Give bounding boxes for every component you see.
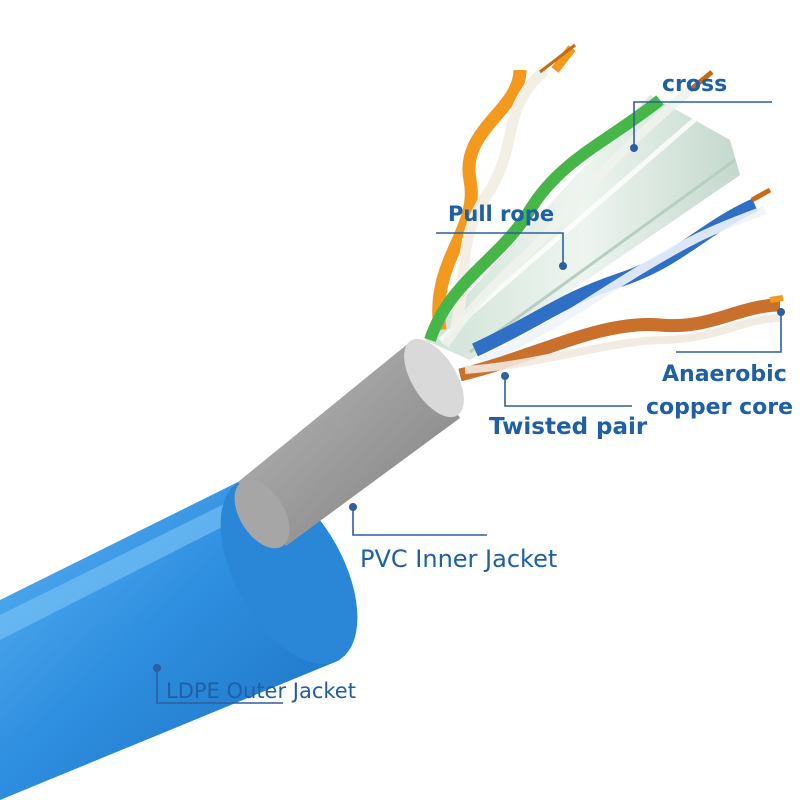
- pvc-inner-jacket: [234, 338, 464, 549]
- label-anaerobic-copper-core-line1: Anaerobic: [662, 362, 787, 387]
- ldpe-leader: [156, 668, 283, 704]
- brown-twisted-pair: [458, 295, 784, 382]
- twisted-pair-leader: [504, 376, 632, 407]
- leader-lines: [156, 101, 782, 704]
- label-twisted-pair: Twisted pair: [489, 414, 648, 440]
- label-cross: cross: [662, 72, 728, 97]
- label-ldpe-outer-jacket: LDPE Outer Jacket: [166, 679, 356, 703]
- label-pvc-inner-jacket: PVC Inner Jacket: [360, 545, 558, 573]
- cross-leader: [633, 101, 772, 148]
- label-pull-rope: Pull rope: [448, 202, 555, 226]
- leader-dots: [153, 144, 785, 672]
- ldpe-outer-jacket: [0, 478, 358, 800]
- label-anaerobic-copper-core-line2: copper core: [646, 395, 794, 420]
- green-twisted-pair: [424, 70, 714, 348]
- pvc-leader: [352, 507, 487, 536]
- blue-twisted-pair: [472, 187, 772, 367]
- pull-rope-leader: [436, 232, 564, 266]
- anaerobic-leader: [676, 312, 782, 353]
